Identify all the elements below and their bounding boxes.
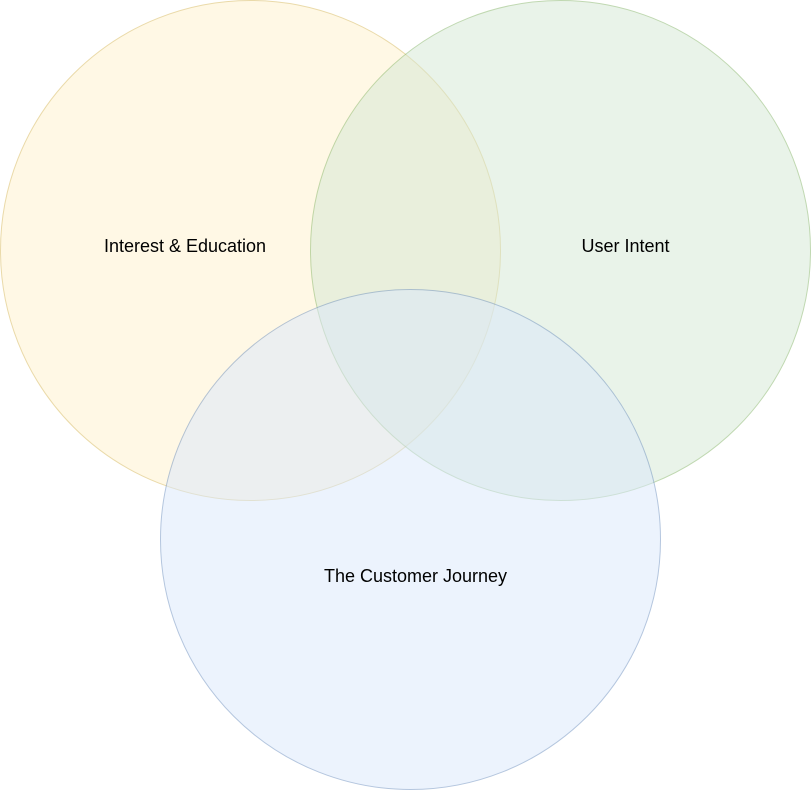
svg-text:The Customer Journey: The Customer Journey (324, 566, 507, 586)
svg-text:User Intent: User Intent (581, 236, 669, 256)
svg-text:Interest & Education: Interest & Education (104, 236, 266, 256)
